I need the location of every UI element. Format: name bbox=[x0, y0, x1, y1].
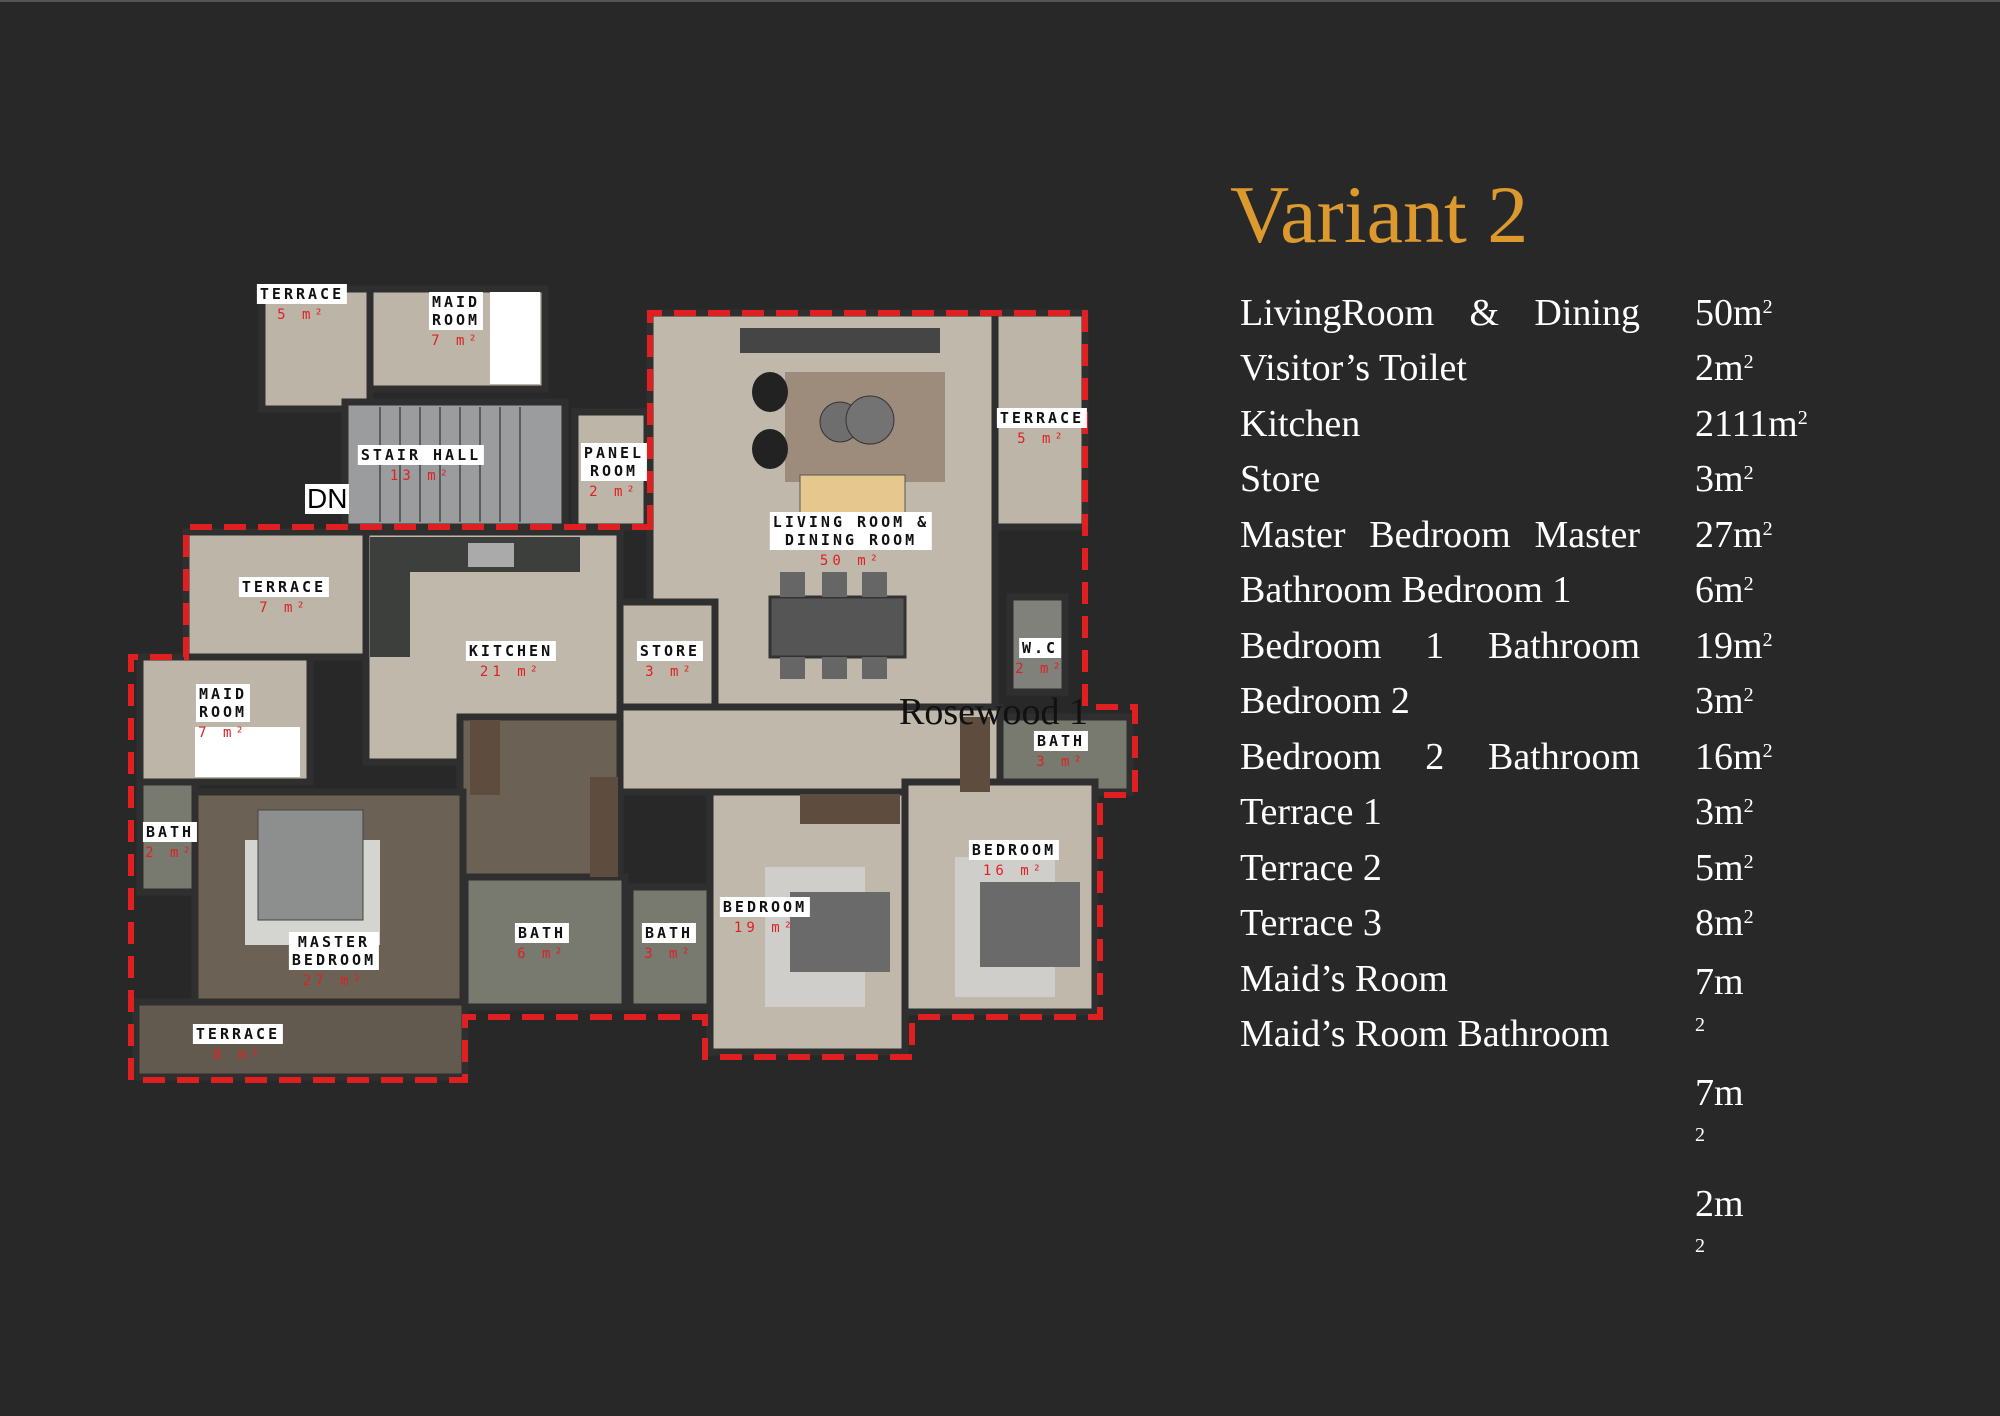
plan-shape bbox=[780, 572, 887, 679]
area-label: Bedroom 2 Bathroom bbox=[1240, 736, 1640, 778]
maid-bed-left bbox=[195, 727, 300, 777]
plan-shape bbox=[862, 572, 887, 597]
area-label: Bathroom Bedroom 1 bbox=[1240, 569, 1572, 611]
area-value: 3m2 bbox=[1695, 680, 1754, 722]
area-value: 6m2 bbox=[1695, 569, 1754, 611]
stair-down-marker: DN bbox=[305, 483, 350, 514]
area-label: Bedroom 1 Bathroom bbox=[1240, 625, 1640, 667]
area-value-exponent: 2 bbox=[1695, 1235, 1705, 1257]
area-value: 8m2 bbox=[1695, 902, 1754, 944]
sofa bbox=[799, 474, 906, 514]
area-label: Maid’s Room bbox=[1240, 958, 1448, 1000]
area-value: 27m2 bbox=[1695, 514, 1773, 556]
area-label: Terrace 1 bbox=[1240, 791, 1382, 833]
area-label: Kitchen bbox=[1240, 403, 1361, 445]
armchair bbox=[752, 372, 788, 412]
area-value-exponent: 2 bbox=[1695, 1014, 1705, 1036]
area-value: 7m bbox=[1695, 961, 1744, 1003]
stove bbox=[468, 543, 514, 567]
area-value-exponent: 2 bbox=[1695, 1124, 1705, 1146]
wardrobe bbox=[800, 794, 900, 824]
room-bath-3 bbox=[626, 883, 714, 1011]
plan-shape bbox=[822, 572, 847, 597]
coffee-table-2 bbox=[845, 395, 895, 445]
maid-bed-top bbox=[490, 292, 540, 384]
area-value: 7m bbox=[1695, 1072, 1744, 1114]
plan-shape bbox=[780, 657, 805, 679]
tv-unit bbox=[740, 328, 940, 353]
wardrobe-3 bbox=[470, 720, 500, 795]
variant-title: Variant 2 bbox=[1230, 169, 1529, 260]
area-label: Maid’s Room Bathroom bbox=[1240, 1013, 1610, 1055]
area-value: 3m2 bbox=[1695, 458, 1754, 500]
kitchen-counter-side bbox=[370, 537, 410, 657]
wardrobe-4 bbox=[960, 717, 990, 792]
area-value: 2m2 bbox=[1695, 347, 1754, 389]
wardrobe-2 bbox=[590, 777, 618, 877]
plan-shape bbox=[780, 572, 805, 597]
area-label: Terrace 3 bbox=[1240, 902, 1382, 944]
room-terrace-top bbox=[258, 285, 374, 413]
area-label: Terrace 2 bbox=[1240, 847, 1382, 889]
master-bed bbox=[257, 809, 364, 921]
area-value: 16m2 bbox=[1695, 736, 1773, 778]
area-label: Visitor’s Toilet bbox=[1240, 347, 1467, 389]
area-value: 5m2 bbox=[1695, 847, 1754, 889]
bed-16 bbox=[980, 882, 1080, 967]
area-label: Bedroom 2 bbox=[1240, 680, 1410, 722]
room-terrace-bottom bbox=[132, 998, 469, 1081]
area-value: 2m bbox=[1695, 1183, 1744, 1225]
dining-table bbox=[768, 595, 907, 659]
area-label: LivingRoom & Dining bbox=[1240, 292, 1640, 334]
area-value: 3m2 bbox=[1695, 791, 1754, 833]
plan-shape bbox=[862, 657, 887, 679]
area-value: 19m2 bbox=[1695, 625, 1773, 667]
area-label: Store bbox=[1240, 458, 1321, 500]
area-value: 2111m2 bbox=[1695, 403, 1808, 445]
area-label: Master Bedroom Master bbox=[1240, 514, 1640, 556]
plan-shape bbox=[822, 657, 847, 679]
overlay-text: Rosewood 1 bbox=[899, 691, 1088, 733]
area-value: 50m2 bbox=[1695, 292, 1773, 334]
armchair-2 bbox=[752, 429, 788, 469]
property-boundary bbox=[128, 310, 1138, 1083]
